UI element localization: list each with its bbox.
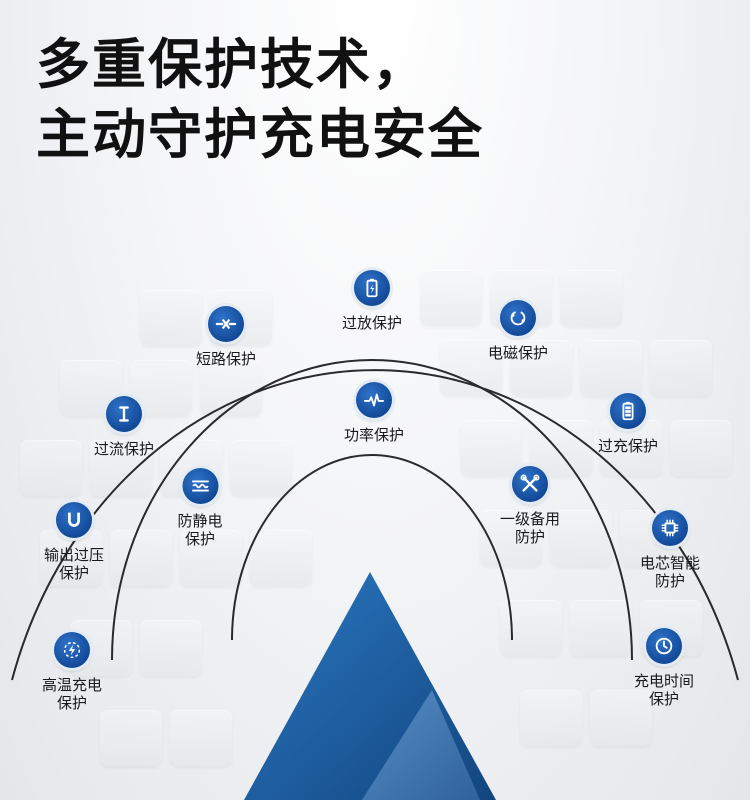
feature-label: 过充保护 [597,437,659,455]
feature-discharge-protection: 过放保护 [342,270,402,332]
tools-icon [511,466,548,502]
feature-backup-protection: 一级备用 防护 [500,466,560,546]
headline-line2: 主动守护充电安全 [36,103,484,166]
waveform-icon [355,382,392,418]
short-circuit-icon [207,306,244,342]
feature-label: 一级备用 [499,510,561,528]
feature-label-line2: 防护 [514,528,546,546]
feature-label: 短路保护 [195,350,257,368]
middle-arc [111,359,633,661]
feature-high-temp-charge-protection: 高温充电 保护 [42,632,102,712]
chip-icon [651,510,688,546]
lightning-icon [53,632,90,668]
clock-icon [645,628,682,664]
feature-antistatic-protection: 防静电 保护 [177,468,223,548]
feature-label: 防静电 [177,512,223,530]
feature-label: 电磁保护 [487,344,549,362]
magnet-icon [55,502,92,538]
feature-label-line2: 防护 [654,572,686,590]
feature-label: 高温充电 [41,676,103,694]
feature-label: 充电时间 [633,672,695,690]
headline-line1: 多重保护技术， [36,33,428,96]
inner-arc [231,454,513,641]
feature-label: 过放保护 [341,314,403,332]
center-triangle-facet [362,690,480,800]
feature-overcharge-protection: 过充保护 [598,393,658,455]
static-wave-icon [181,468,218,504]
feature-short-circuit-protection: 短路保护 [196,306,256,368]
feature-label: 输出过压 [43,546,105,564]
feature-label-line2: 保护 [58,564,90,582]
current-icon [105,396,142,432]
feature-electromagnetic-protection: 电磁保护 [488,300,548,362]
feature-cell-smart-protection: 电芯智能 防护 [640,510,700,590]
feature-charge-time-protection: 充电时间 保护 [634,628,694,708]
feature-overcurrent-protection: 过流保护 [94,396,154,458]
feature-output-overvoltage-protection: 输出过压 保护 [44,502,104,582]
feature-label-line2: 保护 [184,530,216,548]
feature-label: 电芯智能 [639,554,701,572]
headline: 多重保护技术， 主动守护充电安全 [36,30,484,170]
battery-full-icon [609,393,646,429]
feature-label-line2: 保护 [648,690,680,708]
battery-icon [353,270,390,306]
feature-power-protection: 功率保护 [344,382,404,444]
feature-label-line2: 保护 [56,694,88,712]
electromagnetic-icon [499,300,536,336]
feature-label: 过流保护 [93,440,155,458]
feature-label: 功率保护 [343,426,405,444]
